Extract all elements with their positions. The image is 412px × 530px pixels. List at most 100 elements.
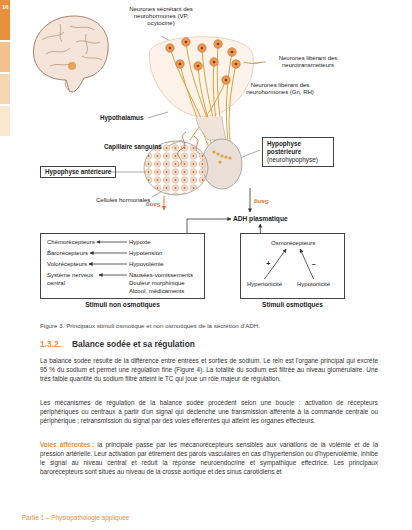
connector-arrow — [99, 275, 127, 276]
body-paragraph: La balance sodée résulte de la différenc… — [40, 356, 378, 383]
drawing-stroke — [244, 62, 262, 64]
drawing-stroke — [198, 44, 206, 52]
stimulus-group: Stimuli osmotiquesOsmorécepteursHyperton… — [240, 233, 345, 299]
connector-arrow — [90, 253, 127, 254]
structure-label: Neurones libérant des neurohormones (Gn,… — [243, 82, 317, 96]
drawing-stroke — [228, 156, 231, 159]
structure-label: Hypothalamus — [100, 114, 143, 121]
node-text: Système nerveux central — [47, 271, 97, 287]
drawing-stroke — [0, 74, 10, 104]
drawing-stroke — [217, 43, 220, 46]
drawing-stroke — [228, 48, 236, 56]
drawing-stroke — [166, 38, 240, 84]
drawing-stroke — [196, 116, 226, 140]
paragraph-text: : la principale passe par les mécanoréce… — [40, 441, 378, 475]
drawing-stroke — [235, 63, 238, 66]
drawing-stroke — [197, 65, 200, 68]
drawing-stroke — [42, 24, 102, 66]
connector-arrow — [265, 249, 287, 279]
node-text: Barorécepteurs — [47, 249, 88, 257]
structure-label: Capillaire sanguins — [104, 143, 162, 150]
stimulus-text: Hypotension — [129, 249, 162, 257]
receptor-text: Osmorécepteurs — [271, 239, 315, 247]
drawing-stroke — [212, 150, 215, 153]
drawing-stroke — [0, 42, 10, 72]
drawing-stroke — [0, 0, 10, 40]
drawing-stroke — [164, 196, 165, 210]
drawing-stroke — [148, 112, 168, 118]
node-text: Chémorécepteurs — [47, 238, 95, 246]
receptor-text: Chémorécepteurs — [47, 238, 95, 246]
stimulus-group: Stimuli non osmotiquesChémorécepteursHyp… — [40, 233, 205, 299]
drawing-stroke — [213, 61, 216, 64]
drawing-stroke — [201, 47, 204, 50]
connector-arrow — [260, 224, 261, 233]
node-text: Nausées-vomissements Douleur morphinique… — [129, 271, 201, 295]
node-text: Hypotonicité — [297, 280, 330, 288]
receptor-text: Volorécepteurs — [47, 260, 87, 268]
drawing-stroke — [210, 58, 218, 66]
drawing-stroke — [149, 37, 253, 117]
drawing-stroke — [250, 188, 251, 212]
drawing-stroke — [240, 150, 260, 158]
drawing-stroke — [65, 80, 70, 92]
drawing-stroke — [169, 47, 172, 50]
structure-label: Neurones sécrétant des neurohormones (VP… — [128, 6, 194, 27]
node-text: ADH plasmatique — [233, 215, 288, 223]
figure-caption: Figure 3. Principaux stimuli osmotique e… — [40, 322, 380, 329]
connector-arrow — [300, 249, 313, 279]
connector-arrow — [89, 264, 127, 265]
group-heading: Stimuli non osmotiques — [41, 301, 204, 309]
drawing-stroke — [185, 41, 188, 44]
drawing-stroke — [218, 160, 221, 163]
drawing-stroke — [225, 79, 228, 82]
group-heading: Stimuli osmotiques — [241, 301, 344, 309]
connector-arrow — [97, 242, 127, 243]
drawing-stroke — [214, 40, 222, 48]
edge-label: – — [312, 260, 316, 268]
part-box: Hypophyse postérieure(neurohypophyse) — [262, 137, 334, 167]
stimulus-text: Hypotonicité — [297, 280, 330, 288]
body-paragraph: Les mécanismes de régulation de la balan… — [40, 398, 378, 425]
drawing-stroke — [179, 63, 182, 66]
drawing-stroke — [176, 60, 184, 68]
drawing-stroke — [178, 132, 186, 166]
drawing-stroke — [232, 60, 240, 68]
drawing-stroke — [166, 44, 174, 52]
blood-label: Sang — [254, 198, 269, 205]
drawing-stroke — [222, 76, 230, 84]
node-text: Hypertonicité — [247, 280, 282, 288]
stimulus-text: Hypoxie — [129, 238, 151, 246]
node-text: Hypotension — [129, 249, 162, 257]
node-text: Hypophyse postérieure — [267, 140, 329, 156]
node-text: Volorécepteurs — [47, 260, 87, 268]
section-title: Balance sodée et sa régulation — [72, 339, 195, 349]
blood-label: Sang — [146, 201, 161, 208]
body-paragraph: Voies afférentes: la principale passe pa… — [40, 440, 378, 476]
stimulus-text: Hypovolémie — [129, 260, 164, 268]
drawing-stroke — [0, 106, 10, 136]
node-text: Hypovolémie — [129, 260, 164, 268]
drawing-stroke — [190, 80, 226, 140]
node-text: (neurohypophyse) — [267, 156, 329, 164]
drawing-stroke — [194, 136, 200, 154]
node-text: Hypoxie — [129, 238, 151, 246]
page-number: 16 — [2, 4, 9, 11]
node-text: Hypophyse antérieure — [45, 168, 111, 176]
part-box: Hypophyse antérieure — [40, 166, 116, 178]
drawing-stroke — [231, 51, 234, 54]
section-number: 1.3.2. — [40, 339, 61, 349]
footer-text: Partie 1 – Physiopathologie appliquée — [22, 514, 129, 521]
edge-label: + — [266, 260, 270, 268]
stimulus-text: Nausées-vomissements Douleur morphinique… — [129, 271, 201, 295]
drawing-stroke — [212, 150, 231, 163]
drawing-stroke — [33, 16, 108, 92]
structure-label: Neurones libérant des neurotransmetteurs — [268, 55, 348, 69]
node-text: Osmorécepteurs — [271, 239, 315, 247]
receptor-text: Barorécepteurs — [47, 249, 88, 257]
drawing-stroke — [68, 62, 76, 70]
drawing-stroke — [169, 41, 238, 82]
drawing-stroke — [182, 38, 190, 46]
drawing-stroke — [194, 62, 202, 70]
receptor-text: Système nerveux central — [47, 271, 97, 287]
